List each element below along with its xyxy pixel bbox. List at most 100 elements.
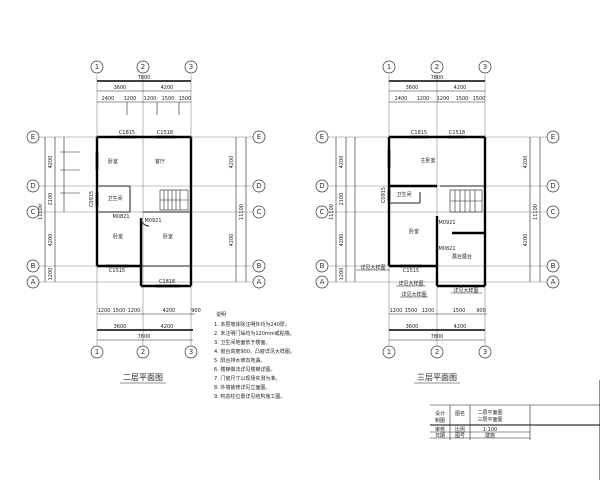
drawing-text: 2. 未注明门垛均为120mm或贴墙。 [214,330,295,337]
axis-label: 3 [189,348,193,356]
drawing-text: 卧室 [108,158,118,165]
drawing-text: 1500 [113,308,126,314]
drawing-text: 4200 [161,85,174,91]
drawing-text: C1815 [119,130,135,136]
drawing-text: 详见大样图 [401,291,426,298]
drawing-text: 11100 [38,204,44,220]
plan-third-floor: 1 2 3 1 2 3 E D C B A E D C B A 7800 360… [315,60,560,384]
dimension-side: 11100 4200 2100 4200 1200 4200 11100 420… [38,137,247,282]
drawing-text: 4200 [339,234,345,247]
drawing-text: 卧室 [113,233,123,240]
drawing-text: C1518 [449,130,465,136]
axis-label: 1 [95,348,99,356]
title-block: 设计 图名 二层平面图 制图 三层平面图 审核 比例 1:100 日期 图号 建… [430,380,600,480]
drawing-text: B [551,262,556,270]
drawing-text: 8. 外墙装修详见立面图。 [214,384,270,391]
drawing-text: 1200 [144,96,157,102]
axis-label: 2 [141,348,145,356]
plan-title: 三层平面图 [417,373,457,382]
drawing-text: 4200 [163,308,176,314]
drawing-text: 制图 [435,417,445,424]
door-swing [140,217,150,227]
axis-label: E [257,133,261,141]
drawing-text: 7800 [431,334,444,340]
drawing-text: 2400 [102,96,115,102]
drawing-text: 建施 [485,432,495,439]
drawing-text: 3. 卫生间地面低于楼面。 [214,339,270,346]
drawing-text: 7. 门窗尺寸以现场实测为准。 [214,375,280,382]
drawing-text: 4200 [523,234,529,247]
drawing-text: B [320,262,325,270]
notes: 说明 1. 本层墙体除注明外均为240厚。 2. 未注明门垛均为120mm或贴墙… [214,311,295,400]
drawing-text: 日期 [435,433,445,439]
door-label: M0821 [112,214,129,220]
room-labels: 卧室 客厅 卫生间 卧室 卧室 [107,158,173,240]
drawing-text: 1. 本层墙体除注明外均为240厚。 [214,321,290,328]
drawing-text: 3 [483,63,487,71]
drawing-text: 图名 [455,410,465,417]
axis-lines [325,75,550,345]
drawing-text: 11100 [533,204,539,220]
detail-callouts: 详见大样图 详见大样图 详见大样图 详见大样图 [356,264,482,298]
axis-label: A [257,278,262,286]
drawing-text: 4200 [48,234,54,247]
drawing-text: 1200 [128,308,141,314]
drawing-text: 4200 [339,156,345,169]
door-labels: M0921 M0821 [438,220,455,252]
drawing-text: 卧室 [163,233,173,240]
walls [387,135,487,288]
drawing-text: 1500 [405,308,418,314]
door-label: M0921 [438,220,455,226]
axis-label: 1 [95,63,99,71]
drawing-text: 11100 [239,204,245,220]
drawing-text: 7800 [431,75,444,81]
drawing-text: 1200 [417,96,430,102]
drawing-text: 4200 [454,324,467,330]
plan-title: 二层平面图 [123,373,163,382]
window-label: C0915 [381,187,387,203]
drawing-text: 5. 阳台排水坡向地漏。 [214,357,265,364]
drawing-text: 卧室 [409,228,419,235]
axis-label: A [31,278,36,286]
windows: C1815 C1518 C0915 C1515 C1818 [89,130,180,288]
drawing-text: C1515 [109,268,125,274]
drawing-text: 1200 [98,308,111,314]
drawing-text: 1200 [48,268,54,281]
drawing-text: C1515 [403,268,419,274]
drawing-text: 4200 [229,234,235,247]
drawing-text: 3600 [406,85,419,91]
axis-label: D [256,182,261,190]
drawing-text: 客厅 [155,158,165,165]
stair [449,189,483,213]
drawing-text: 2100 [339,193,345,206]
door-label: M0821 [438,246,455,252]
dimension-top: 7800 3600 4200 2400 1200 1200 1500 1500 [97,75,191,115]
drawing-text: 二层平面图 [477,410,502,416]
drawing-text: 1500 [179,96,192,102]
drawing-text: 4200 [48,156,54,169]
windows: C1815 C1518 C0915 C1515 [381,130,485,274]
drawing-text: 1200 [339,268,345,281]
drawing-text: 审核 [435,426,445,433]
dimension-top: 7800 3600 4200 2400 1200 1200 1500 1500 [389,75,485,103]
plan-second-floor: 1 2 3 1 2 3 E D C B A E D C B A 7800 360… [26,60,266,384]
axis-bubbles: 1 2 3 1 2 3 E D C B A E D C B A [26,60,266,359]
drawing-text: 三层平面图 [477,417,502,423]
drawing-text: 图号 [455,433,465,439]
drawing-text: 6. 楼梯做法详见楼梯详图。 [214,366,275,373]
axis-label: 3 [189,63,193,71]
drawing-text: 7800 [138,334,151,340]
drawing-text: 详见大样图 [453,287,478,294]
door-labels: M0921 M0821 [112,214,161,224]
drawing-text: 2 [435,348,439,356]
drawing-text: 1500 [453,308,466,314]
axis-label: C [31,208,36,216]
drawing-text: 900 [476,308,486,314]
drawing-text: 比例 [455,426,465,433]
axis-label: 2 [141,63,145,71]
drawing-text: 9. 构造柱位置详见结构施工图。 [214,393,285,400]
drawing-text: 4200 [229,156,235,169]
drawing-text: 卫生间 [107,195,122,202]
axis-label: B [31,262,36,270]
